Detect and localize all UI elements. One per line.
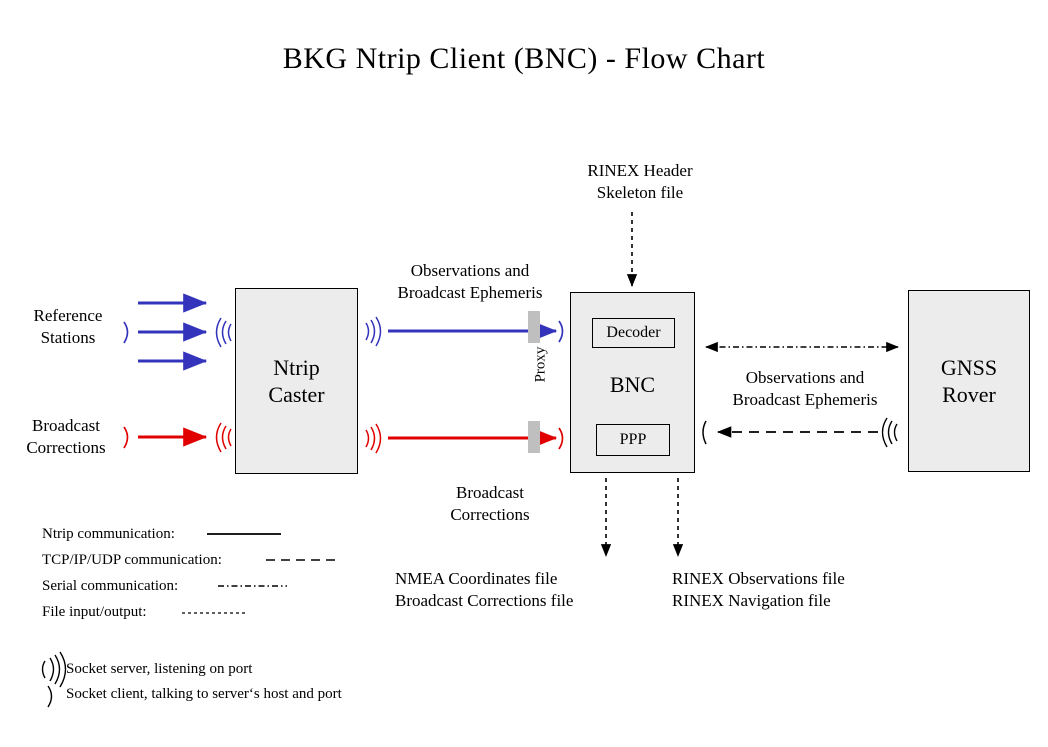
socket-server-signal-icon-caster-in-red	[215, 422, 232, 453]
socket-server-signal-icon-caster-in-blue	[215, 317, 232, 348]
socket-server-signal-icon-caster-out-red	[365, 423, 382, 454]
arrow-reference-stations-to-caster	[138, 293, 208, 371]
legend-item-tcp-udp-communication: TCP/IP/UDP communication:	[42, 552, 222, 568]
label-broadcast-corrections-caster-bnc: Broadcast Corrections	[450, 483, 530, 525]
socket-client-paren-icon-broadcast	[123, 426, 129, 449]
node-ppp[interactable]: PPP	[596, 424, 670, 456]
socket-server-signal-icon-caster-out-blue	[365, 316, 382, 347]
label-output-nmea-files: NMEA Coordinates file Broadcast Correcti…	[395, 569, 574, 611]
node-decoder[interactable]: Decoder	[592, 318, 675, 348]
legend-item-file-input-output: File input/output:	[42, 604, 147, 620]
label-observations-ephemeris-caster-bnc: Observations and Broadcast Ephemeris	[397, 261, 543, 303]
socket-client-paren-icon-bnc-out	[702, 420, 707, 445]
socket-server-signal-icon-rover	[881, 417, 898, 448]
legend-socket-client-paren-icon	[47, 685, 53, 708]
proxy-label: Proxy	[532, 346, 549, 383]
label-rinex-header-skeleton-file: RINEX Header Skeleton file	[587, 161, 693, 203]
legend-socket-server-signal-icon	[41, 651, 67, 688]
proxy-bar-top	[528, 311, 540, 343]
label-broadcast-corrections-source: Broadcast Corrections	[26, 416, 106, 458]
node-gnss-rover-label: GNSS Rover	[940, 354, 998, 408]
label-output-rinex-files: RINEX Observations file RINEX Navigation…	[672, 569, 845, 611]
legend-item-socket-client: Socket client, talking to server‘s host …	[66, 686, 342, 702]
node-decoder-label: Decoder	[606, 324, 661, 341]
legend-item-ntrip-communication: Ntrip communication:	[42, 526, 175, 542]
socket-client-paren-icon-bnc-in-blue	[558, 320, 564, 343]
node-ntrip-caster[interactable]: Ntrip Caster	[235, 288, 358, 474]
label-observations-ephemeris-bnc-rover: Observations and Broadcast Ephemeris	[732, 368, 878, 410]
node-gnss-rover[interactable]: GNSS Rover	[908, 290, 1030, 472]
page-title: BKG Ntrip Client (BNC) - Flow Chart	[282, 42, 766, 75]
legend-item-serial-communication: Serial communication:	[42, 578, 179, 594]
proxy-bar-bottom	[528, 421, 540, 453]
node-ntrip-caster-label: Ntrip Caster	[268, 354, 325, 408]
node-bnc-label: BNC	[609, 372, 656, 397]
legend-item-socket-server: Socket server, listening on port	[66, 661, 253, 677]
label-reference-stations: Reference Stations	[33, 306, 103, 348]
socket-client-paren-icon-refstations	[123, 321, 129, 344]
node-ppp-label: PPP	[619, 431, 647, 448]
socket-client-paren-icon-bnc-in-red	[558, 427, 564, 450]
